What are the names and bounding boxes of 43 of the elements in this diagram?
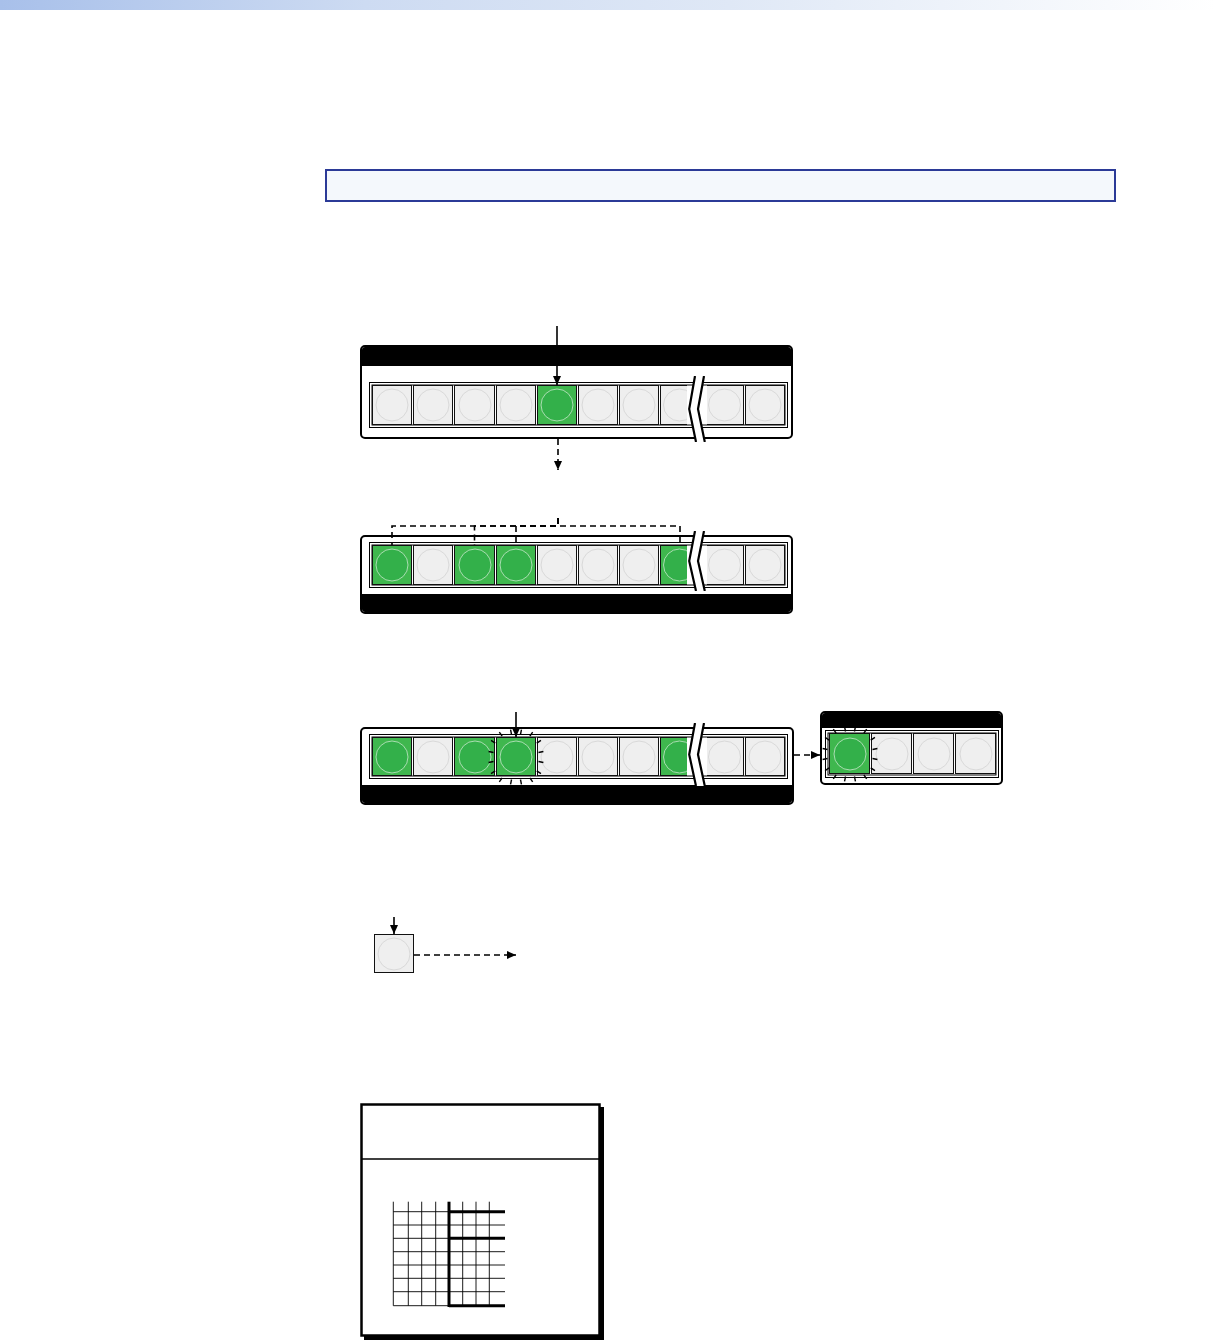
push-button (707, 385, 744, 425)
push-button (454, 385, 495, 425)
push-button (413, 545, 453, 585)
control-panel (360, 345, 793, 439)
push-button (578, 385, 618, 425)
push-button (745, 737, 785, 776)
push-button (413, 385, 453, 425)
lit-push-button (454, 737, 495, 776)
push-button (413, 737, 453, 776)
push-button (707, 545, 744, 585)
push-button (372, 385, 412, 425)
arrow (553, 325, 561, 386)
lit-push-button (496, 737, 536, 776)
control-panel (360, 535, 793, 614)
lit-push-button (372, 545, 412, 585)
arrow (512, 711, 520, 738)
push-button (496, 385, 536, 425)
push-button (578, 737, 618, 776)
push-button (619, 737, 659, 776)
push-button (374, 934, 414, 973)
push-button (537, 737, 577, 776)
push-button (619, 545, 659, 585)
lit-push-button (829, 733, 870, 774)
push-button (871, 733, 912, 774)
push-button (955, 733, 996, 774)
push-button (537, 545, 577, 585)
push-button (745, 545, 785, 585)
push-button (913, 733, 954, 774)
note-bar (325, 169, 1116, 202)
push-button (578, 545, 618, 585)
push-button (619, 385, 659, 425)
push-button (707, 737, 744, 776)
control-panel (820, 711, 1003, 785)
control-panel (360, 727, 794, 805)
lit-push-button (372, 737, 412, 776)
lit-push-button (454, 545, 495, 585)
arrow (390, 916, 398, 935)
dashed-arrow (413, 951, 517, 959)
lit-push-button (496, 545, 536, 585)
dashed-arrow (793, 751, 821, 759)
push-button (745, 385, 785, 425)
lit-push-button (537, 385, 577, 425)
dashed-arrow (554, 438, 562, 471)
